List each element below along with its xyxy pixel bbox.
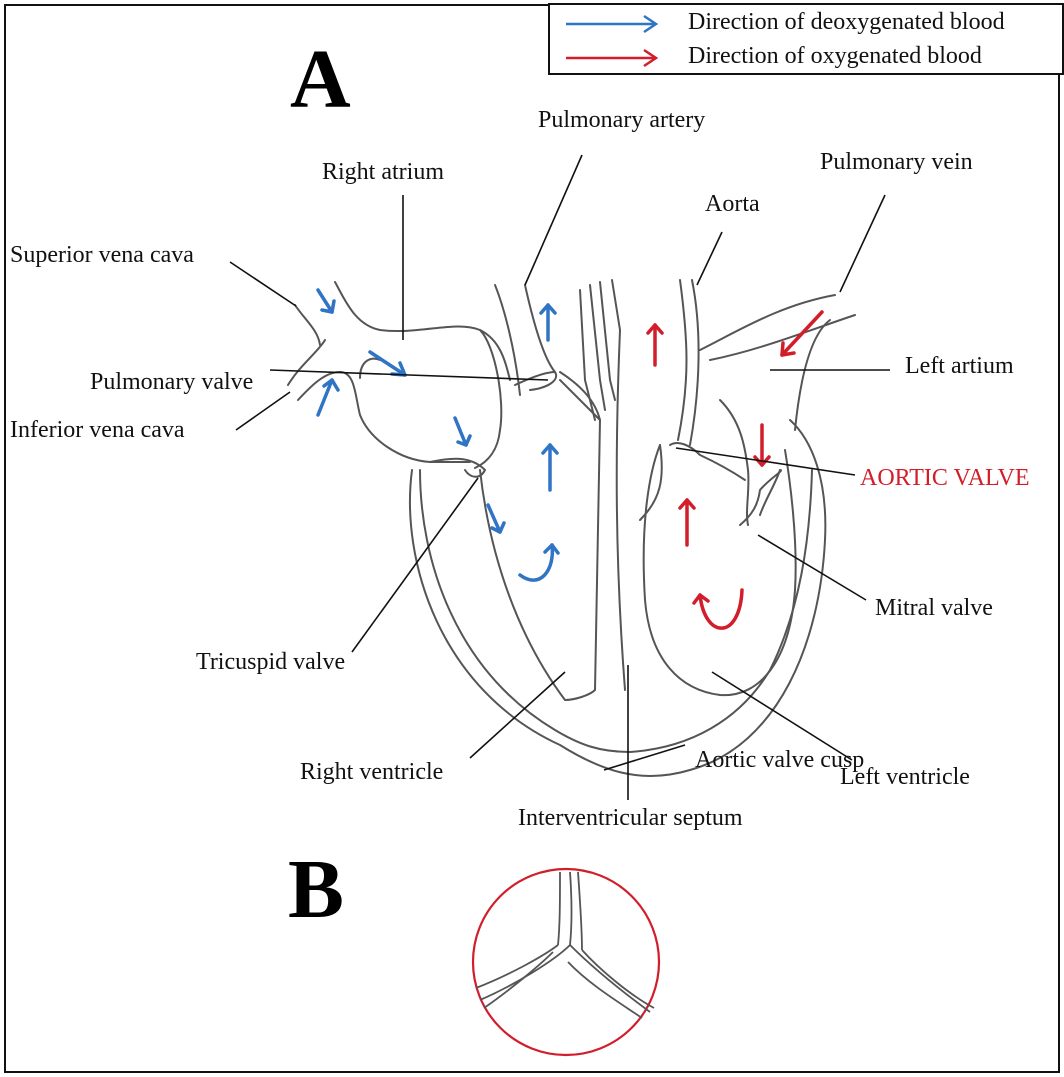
label-interventricular-septum: Interventricular septum bbox=[518, 806, 743, 830]
blue-arrow-icon bbox=[520, 545, 558, 580]
label-mitral-valve: Mitral valve bbox=[875, 596, 993, 620]
label-aorta: Aorta bbox=[705, 192, 760, 216]
blue-arrow-icon bbox=[370, 352, 405, 375]
leader-aortic-valve-cusp bbox=[604, 745, 685, 770]
deoxygenated-arrows bbox=[318, 290, 558, 580]
superior-vena-cava bbox=[295, 305, 320, 345]
leader-inferior-vena-cava bbox=[236, 392, 290, 430]
label-right-atrium: Right atrium bbox=[322, 160, 444, 184]
blue-arrow-icon bbox=[543, 445, 557, 490]
leader-mitral-valve bbox=[758, 535, 866, 600]
pulmonary-valve bbox=[515, 372, 556, 390]
label-tricuspid-valve: Tricuspid valve bbox=[196, 650, 345, 674]
leader-lines bbox=[230, 155, 890, 800]
label-aortic-valve: AORTIC VALVE bbox=[860, 466, 1029, 490]
blue-arrow-icon bbox=[455, 418, 470, 445]
red-arrow-icon bbox=[680, 500, 694, 545]
leader-right-ventricle bbox=[470, 672, 565, 758]
label-inferior-vena-cava: Inferior vena cava bbox=[10, 418, 185, 442]
blue-arrow-icon bbox=[488, 505, 504, 532]
blue-arrow-icon bbox=[318, 380, 338, 415]
leader-tricuspid-valve bbox=[352, 478, 478, 652]
leader-pulmonary-vein bbox=[840, 195, 885, 292]
label-right-ventricle: Right ventricle bbox=[300, 760, 443, 784]
label-superior-vena-cava: Superior vena cava bbox=[10, 243, 194, 267]
septum bbox=[617, 330, 625, 690]
red-arrow-icon bbox=[755, 425, 769, 465]
red-arrow-icon bbox=[782, 312, 822, 355]
blue-arrow-icon bbox=[318, 290, 334, 312]
right-ventricle-wall bbox=[480, 380, 600, 700]
left-ventricle-wall bbox=[644, 445, 796, 695]
aortic-valve-cross-section bbox=[473, 869, 659, 1055]
label-aortic-valve-cusp: Aortic valve cusp bbox=[695, 748, 864, 772]
blue-arrow-icon bbox=[541, 305, 555, 340]
label-left-atrium: Left artium bbox=[905, 354, 1014, 378]
red-arrow-icon bbox=[694, 590, 742, 628]
inferior-vena-cava bbox=[288, 340, 325, 385]
mitral-valve bbox=[740, 470, 781, 525]
aortic-ring bbox=[473, 869, 659, 1055]
leader-superior-vena-cava bbox=[230, 262, 296, 306]
leader-aorta bbox=[697, 232, 722, 285]
left-atrium bbox=[720, 400, 748, 525]
label-pulmonary-vein: Pulmonary vein bbox=[820, 150, 973, 174]
label-pulmonary-valve: Pulmonary valve bbox=[90, 370, 253, 394]
label-pulmonary-artery: Pulmonary artery bbox=[538, 108, 705, 132]
leader-pulmonary-artery bbox=[525, 155, 582, 285]
leader-aortic-valve bbox=[676, 448, 855, 475]
red-arrow-icon bbox=[648, 325, 662, 365]
right-atrium bbox=[360, 359, 380, 378]
